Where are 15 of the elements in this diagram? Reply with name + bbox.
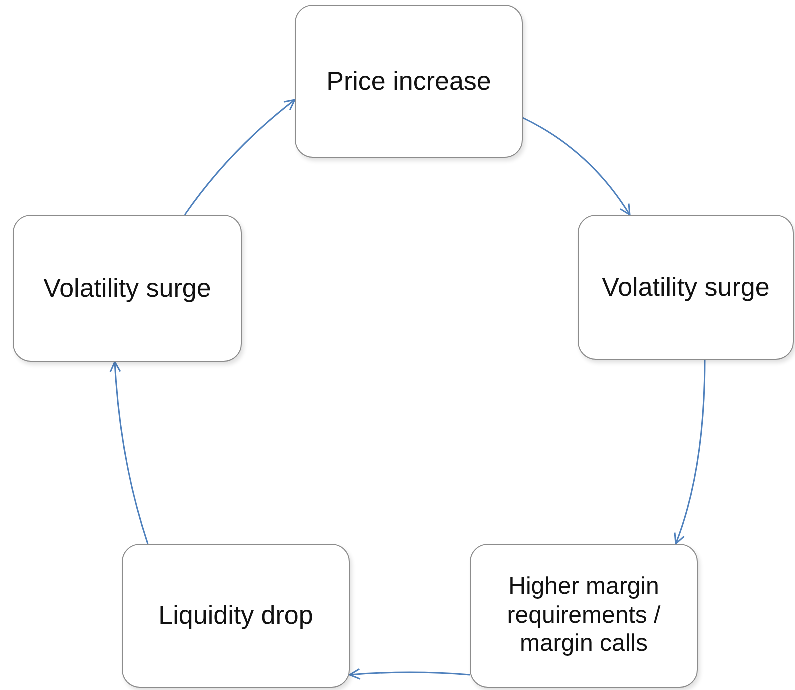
box-label: Price increase: [326, 66, 492, 98]
curved-arrow: [184, 99, 296, 216]
process-box: [13, 215, 242, 362]
curved-arrow: [110, 361, 149, 544]
box-label: Liquidity drop: [158, 600, 314, 632]
process-box: [470, 544, 698, 688]
process-box: [295, 5, 523, 158]
curved-arrow: [674, 360, 706, 545]
curved-arrow: [349, 668, 470, 680]
box-label: Volatility surge: [44, 272, 212, 304]
curved-arrow: [522, 117, 631, 216]
process-box: [578, 215, 794, 360]
box-label: Volatility surge: [602, 272, 770, 304]
process-box: [122, 544, 350, 688]
box-label: Higher margin requirements / margin calls: [506, 572, 662, 660]
